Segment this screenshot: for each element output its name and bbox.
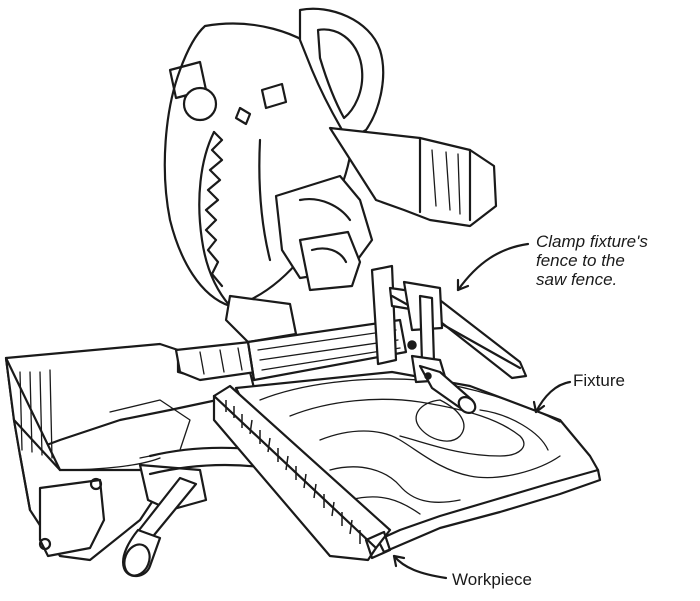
saw-fence	[174, 340, 258, 382]
fixture-label: Fixture	[573, 371, 625, 390]
fixture-fence	[246, 318, 408, 382]
workpiece-board	[212, 384, 392, 562]
saw-motor	[224, 7, 498, 344]
miter-handle	[122, 446, 302, 578]
clamp-callout-line-2: fence to the	[536, 251, 625, 270]
callout-arrows	[392, 242, 572, 580]
workpiece-label: Workpiece	[452, 570, 532, 589]
clamp	[370, 264, 528, 414]
clamp-callout-arrow	[456, 242, 530, 292]
clamp-callout-label: Clamp fixture's fence to the saw fence.	[536, 232, 648, 289]
saw-base	[4, 342, 257, 562]
workpiece-callout-arrow	[392, 554, 448, 580]
fixture-callout-arrow	[534, 380, 572, 414]
clamp-callout-line-1: Clamp fixture's	[536, 232, 648, 251]
clamp-callout-line-3: saw fence.	[536, 270, 618, 289]
